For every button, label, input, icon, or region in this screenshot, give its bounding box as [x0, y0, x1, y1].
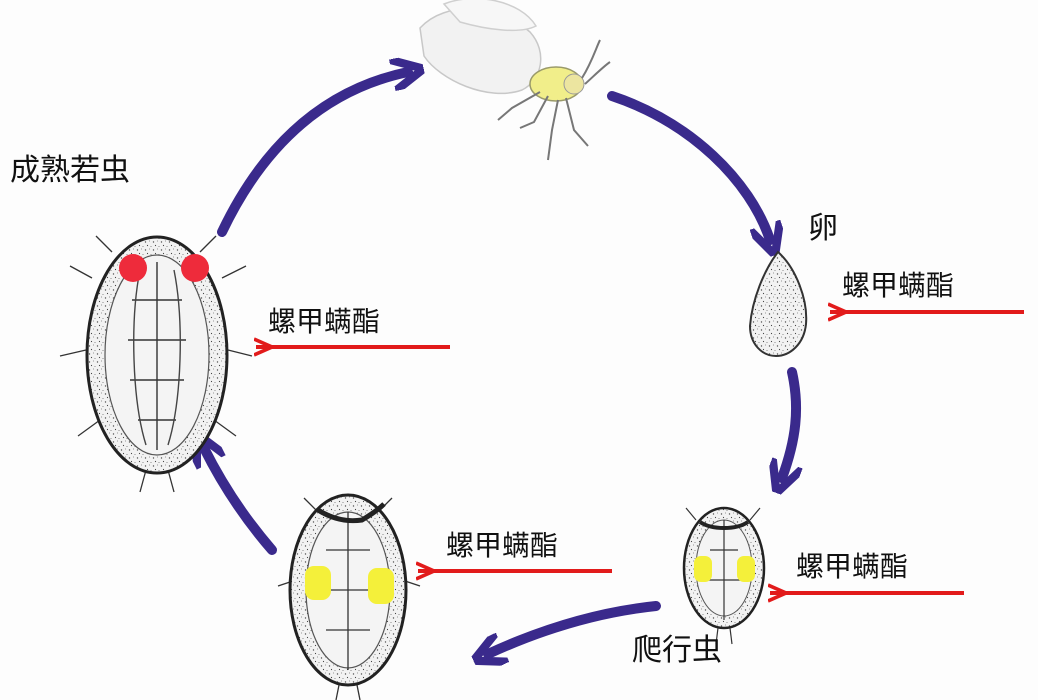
cycle-arrows [204, 72, 796, 654]
whitefly-adult-icon [419, 0, 611, 161]
cycle-arrow-crawler-to-nymph [488, 601, 661, 654]
cycle-arrow-nymph-to-adult [217, 72, 408, 237]
cycle-arrow-adult-to-egg [607, 91, 770, 240]
mature-nymph-icon [59, 235, 253, 493]
stage-label-egg: 卵 [808, 211, 838, 246]
cycle-arrow-nymph-to-mature [204, 448, 277, 555]
treatment-arrows [256, 312, 1024, 593]
crawler-nymph-icon [682, 506, 766, 645]
egg-icon [748, 250, 808, 358]
stage-label-mature-nymph: 成熟若虫 [10, 153, 130, 188]
nymph-icon [277, 493, 421, 700]
treatment-label-egg: 螺甲螨酯 [842, 269, 955, 302]
stage-label-crawler: 爬行虫 [632, 633, 722, 668]
treatment-label-crawler: 螺甲螨酯 [796, 550, 909, 583]
treatment-label-middle-nymph: 螺甲螨酯 [446, 529, 559, 562]
cycle-arrow-egg-to-crawler [782, 367, 796, 478]
treatment-label-mature-nymph: 螺甲螨酯 [268, 305, 381, 338]
